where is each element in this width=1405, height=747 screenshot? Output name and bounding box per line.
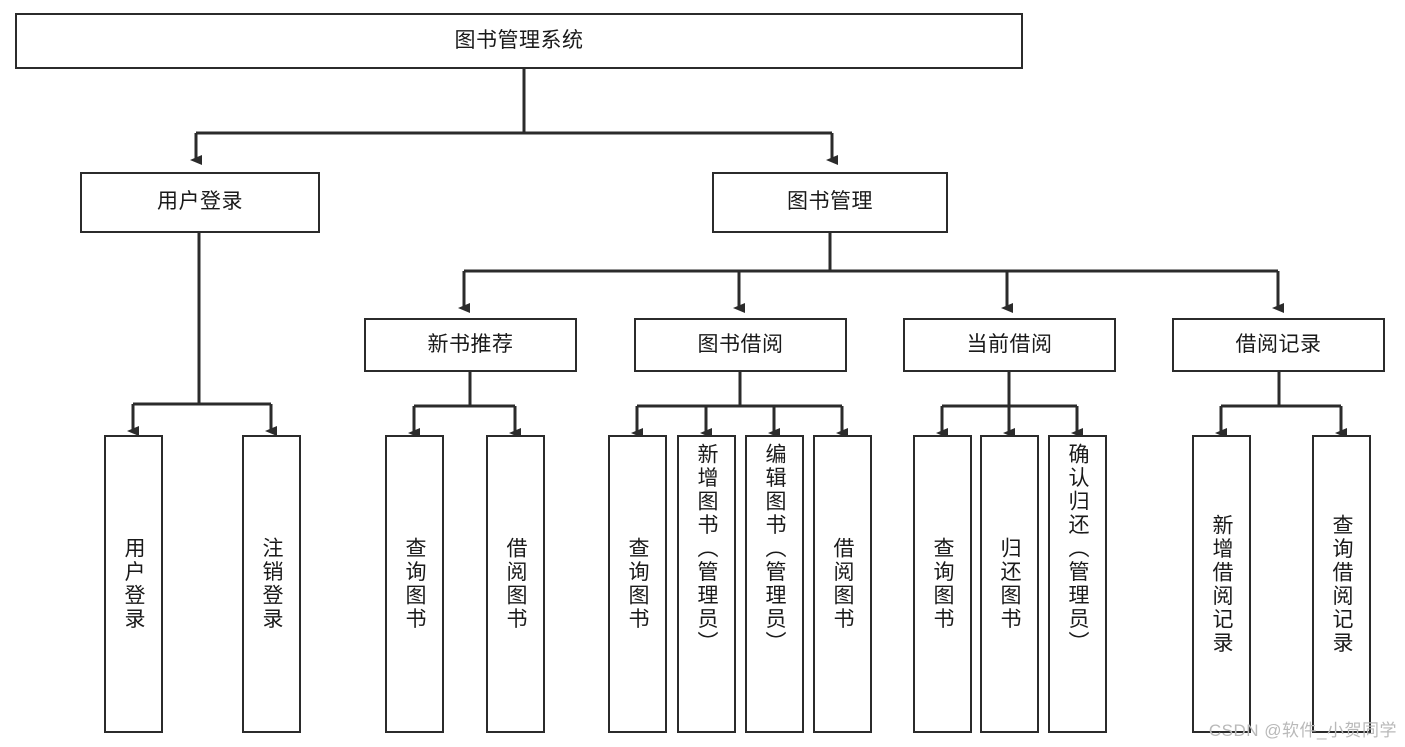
- node-root-book-management-system[interactable]: 图书管理系统: [15, 13, 1023, 69]
- leaf-edit-book-admin[interactable]: 编辑图书（管理员）: [745, 435, 804, 733]
- node-label: 新增图书（管理员）: [695, 443, 718, 655]
- node-label: 图书管理系统: [454, 28, 584, 52]
- leaf-add-book-admin[interactable]: 新增图书（管理员）: [677, 435, 736, 733]
- leaf-borrow-book[interactable]: 借阅图书: [813, 435, 872, 733]
- leaf-user-login[interactable]: 用户登录: [104, 435, 163, 733]
- leaf-return-book[interactable]: 归还图书: [980, 435, 1039, 733]
- node-label: 归还图书: [998, 537, 1021, 631]
- node-label: 查询图书: [626, 537, 649, 631]
- node-label: 用户登录: [122, 537, 145, 631]
- leaf-borrow-book-new[interactable]: 借阅图书: [486, 435, 545, 733]
- node-borrow-record[interactable]: 借阅记录: [1172, 318, 1385, 372]
- leaf-query-book-new[interactable]: 查询图书: [385, 435, 444, 733]
- leaf-query-book-current[interactable]: 查询图书: [913, 435, 972, 733]
- node-label: 当前借阅: [966, 332, 1053, 356]
- node-label: 编辑图书（管理员）: [763, 443, 786, 655]
- leaf-query-book-borrow[interactable]: 查询图书: [608, 435, 667, 733]
- node-book-borrow[interactable]: 图书借阅: [634, 318, 847, 372]
- node-label: 新增借阅记录: [1210, 513, 1233, 655]
- node-new-book-recommend[interactable]: 新书推荐: [364, 318, 577, 372]
- node-label: 查询借阅记录: [1330, 513, 1353, 655]
- node-label: 新书推荐: [427, 332, 514, 356]
- node-label: 查询图书: [403, 537, 426, 631]
- node-label: 借阅图书: [504, 537, 527, 631]
- node-label: 图书管理: [787, 190, 873, 214]
- node-label: 查询图书: [931, 537, 954, 631]
- watermark: CSDN @软件_小贺同学: [1208, 721, 1397, 740]
- node-book-management[interactable]: 图书管理: [712, 172, 948, 233]
- node-label: 借阅图书: [831, 537, 854, 631]
- node-current-borrow[interactable]: 当前借阅: [903, 318, 1116, 372]
- node-label: 用户登录: [157, 190, 243, 214]
- leaf-logout[interactable]: 注销登录: [242, 435, 301, 733]
- node-label: 注销登录: [260, 537, 283, 631]
- node-user-login[interactable]: 用户登录: [80, 172, 320, 233]
- leaf-query-borrow-record[interactable]: 查询借阅记录: [1312, 435, 1371, 733]
- node-label: 图书借阅: [697, 332, 784, 356]
- leaf-add-borrow-record[interactable]: 新增借阅记录: [1192, 435, 1251, 733]
- node-label: 借阅记录: [1235, 332, 1322, 356]
- node-label: 确认归还（管理员）: [1066, 443, 1089, 655]
- leaf-confirm-return-admin[interactable]: 确认归还（管理员）: [1048, 435, 1107, 733]
